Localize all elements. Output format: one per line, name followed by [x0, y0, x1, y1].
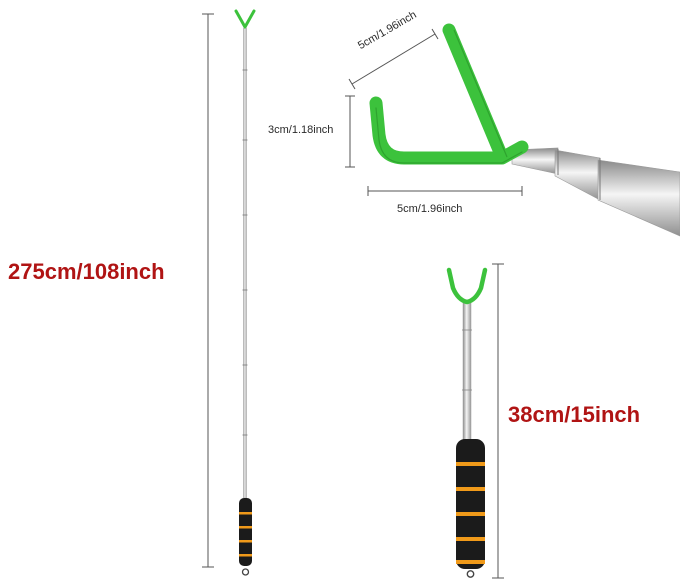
extended-pole-shaft	[243, 27, 247, 499]
extended-pole-end-cap	[241, 568, 250, 576]
extended-pole	[234, 9, 256, 576]
hook-closeup	[369, 23, 680, 237]
hook-arm-dimension-line	[348, 28, 439, 90]
total-length-label: 275cm/108inch	[8, 259, 165, 284]
collapsed-pole-shaft	[462, 302, 472, 441]
collapsed-pole-hook	[446, 267, 488, 305]
collapsed-pole-end-cap	[466, 570, 475, 578]
collapsed-length-dimension-line	[492, 263, 504, 579]
collapsed-pole	[446, 267, 488, 578]
extended-pole-handle	[239, 498, 252, 566]
total-length-dimension-line	[202, 13, 214, 568]
hook-height-label: 3cm/1.18inch	[268, 124, 334, 136]
hook-height-dimension-line	[345, 95, 355, 168]
hook-bottom-width-label: 5cm/1.96inch	[397, 203, 463, 215]
hook-width-dimension-line	[367, 186, 523, 196]
collapsed-length-label: 38cm/15inch	[508, 402, 641, 427]
extended-pole-hook	[234, 9, 256, 29]
collapsed-pole-handle	[456, 439, 485, 569]
